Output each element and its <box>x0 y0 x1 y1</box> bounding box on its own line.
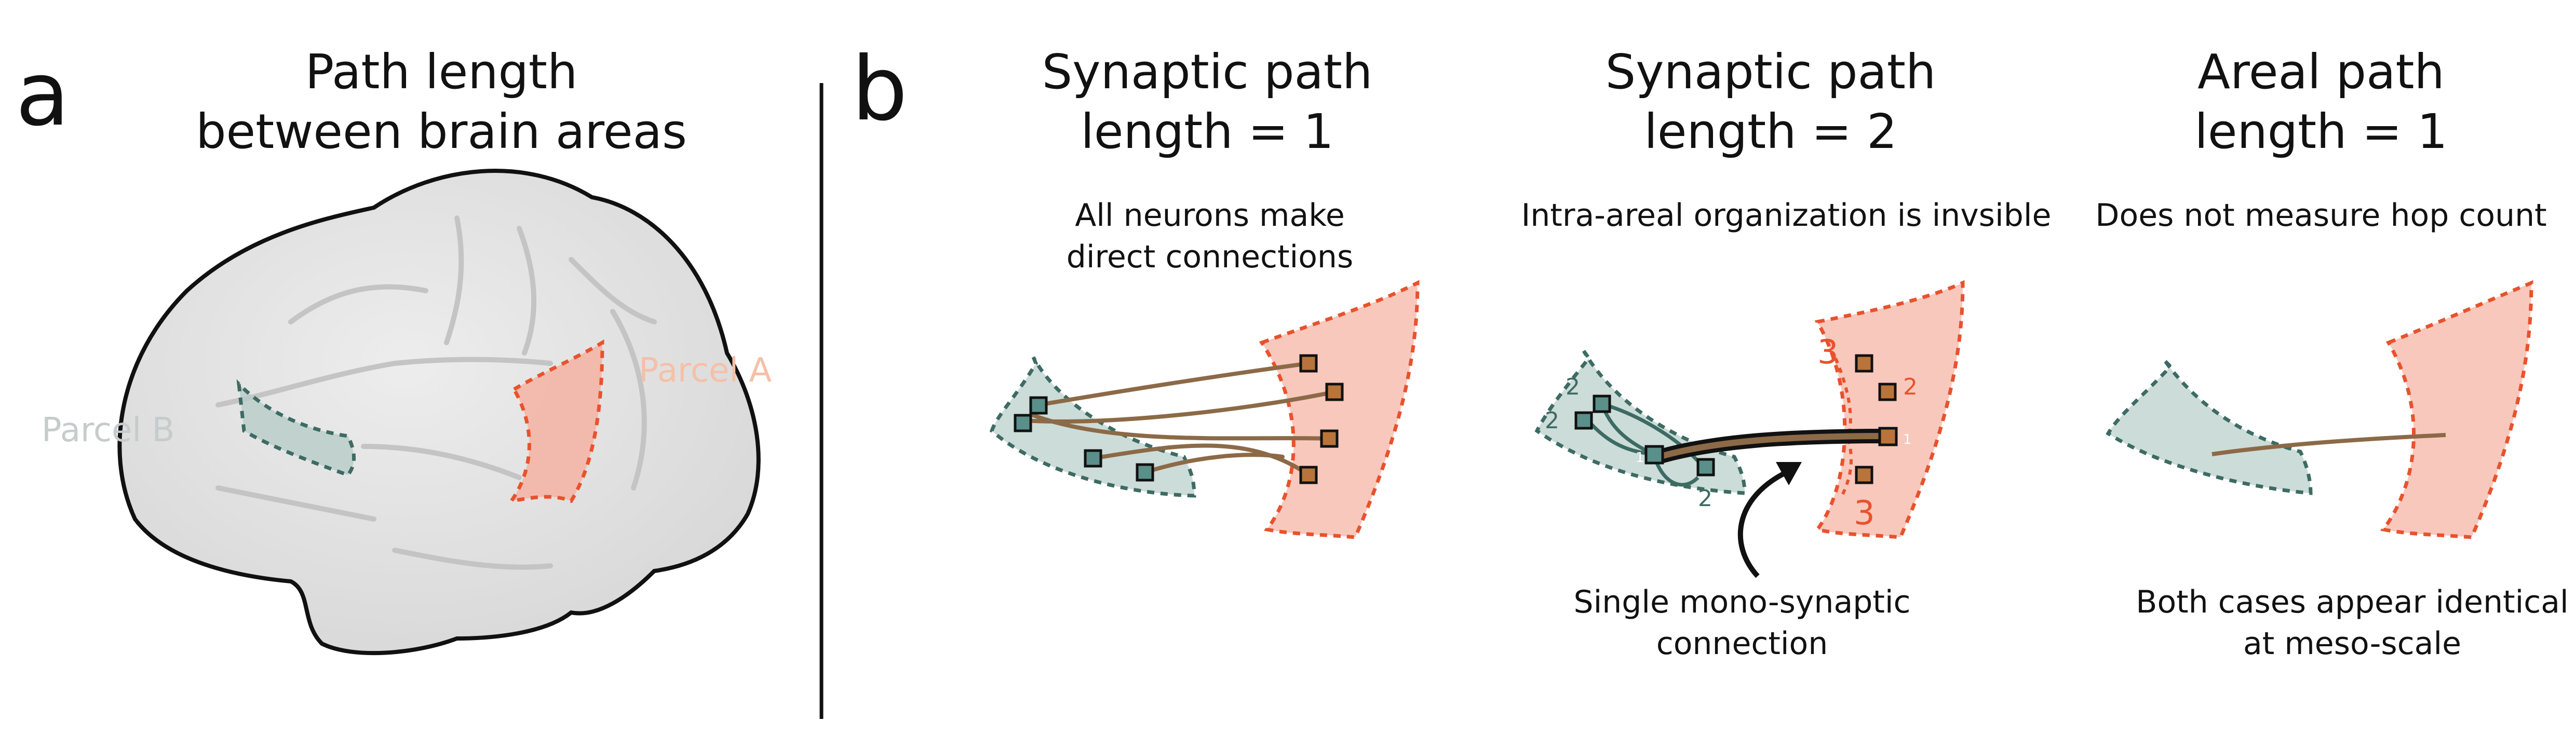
col3-title-line1: Areal path <box>2197 44 2445 100</box>
hop-label: 1 <box>1903 432 1912 447</box>
col1-neurons-b <box>1014 396 1154 482</box>
col1-neuron-a1 <box>1299 354 1318 373</box>
col2-title-line1: Synaptic path <box>1606 44 1936 100</box>
col2-title-line2: length = 2 <box>1644 104 1897 159</box>
col2-neurons-b <box>1574 395 1715 477</box>
col1-subtitle-line2: direct connections <box>1067 239 1353 275</box>
col3-areal-connection <box>2211 433 2446 456</box>
hop-label: 2 <box>1545 407 1559 434</box>
parcel-a-label: Parcel A <box>639 351 772 390</box>
col2-neuron-a4 <box>1855 466 1873 484</box>
hop-label: 1 <box>1636 450 1644 466</box>
col1-parcel-b <box>989 356 1196 498</box>
panel-a-title-line1: Path length <box>305 44 578 100</box>
col1-neuron-b4 <box>1136 463 1154 482</box>
panel-b-letter: b <box>852 38 908 141</box>
col1-neuron-a2 <box>1325 383 1344 401</box>
col1-neurons-a <box>1299 354 1344 484</box>
col2-annotation-line2: connection <box>1656 625 1828 662</box>
panel-b: b Synaptic path length = 1 All neurons m… <box>852 38 2569 662</box>
panel-b-col2: Synaptic path length = 2 Intra-areal org… <box>1521 44 2052 662</box>
hop-label: 2 <box>1698 485 1712 512</box>
hop-label: 2 <box>1566 374 1580 400</box>
col2-neuron-a3 <box>1878 427 1898 446</box>
panel-a: a Path length between brain areas Parcel… <box>16 43 772 656</box>
col2-annotation-line1: Single mono-synaptic <box>1573 584 1910 620</box>
brain-parcel-a <box>507 339 604 504</box>
col1-neuron-a4 <box>1299 466 1318 484</box>
col2-neuron-b4 <box>1696 458 1715 477</box>
col1-subtitle-line1: All neurons make <box>1075 197 1345 234</box>
brain-illustration <box>117 169 761 656</box>
parcel-b-label: Parcel B <box>42 411 174 450</box>
brain-sulci <box>215 215 657 570</box>
col1-title-line2: length = 1 <box>1081 104 1333 159</box>
col1-neuron-b3 <box>1084 449 1102 468</box>
col3-subtitle: Does not measure hop count <box>2095 197 2546 234</box>
panel-b-col3: Areal path length = 1 Does not measure h… <box>2095 44 2568 662</box>
col3-caption-line2: at meso-scale <box>2243 625 2461 662</box>
col1-neuron-a3 <box>1320 429 1339 448</box>
col1-neuron-b2 <box>1014 414 1032 432</box>
panel-a-letter: a <box>16 43 70 146</box>
col2-annotation-arrowhead <box>1776 462 1802 485</box>
panel-a-title-line2: between brain areas <box>196 104 687 159</box>
col3-title-line2: length = 1 <box>2194 104 2447 159</box>
brain-parcel-b <box>236 379 356 478</box>
hop-label: 3 <box>1854 494 1875 533</box>
col3-caption-line1: Both cases appear identical <box>2136 584 2568 620</box>
col2-neuron-b3 <box>1644 445 1664 465</box>
panel-b-col1: Synaptic path length = 1 All neurons mak… <box>989 44 1420 539</box>
col2-hop-labels: 2 2 2 1 1 2 3 3 <box>1545 333 1918 533</box>
col2-neurons-a <box>1855 354 1898 484</box>
col2-neuron-b2 <box>1574 411 1593 430</box>
col3-parcel-a <box>2380 280 2533 539</box>
col1-title-line1: Synaptic path <box>1042 44 1373 100</box>
col1-axons <box>1021 361 1337 477</box>
hop-label: 2 <box>1903 374 1918 400</box>
col2-neuron-a1 <box>1855 354 1873 373</box>
col1-parcel-a <box>1259 280 1420 539</box>
col2-subtitle: Intra-areal organization is invsible <box>1521 197 2052 234</box>
col2-neuron-a2 <box>1878 383 1897 401</box>
col2-parcel-a <box>1814 280 1965 539</box>
hop-label: 3 <box>1817 333 1839 372</box>
brain-outline <box>117 169 761 656</box>
col2-annotation-arrow <box>1737 470 1788 578</box>
col1-neuron-b1 <box>1029 396 1048 415</box>
col2-neuron-b1 <box>1593 395 1611 413</box>
col3-parcel-b <box>2106 360 2313 495</box>
